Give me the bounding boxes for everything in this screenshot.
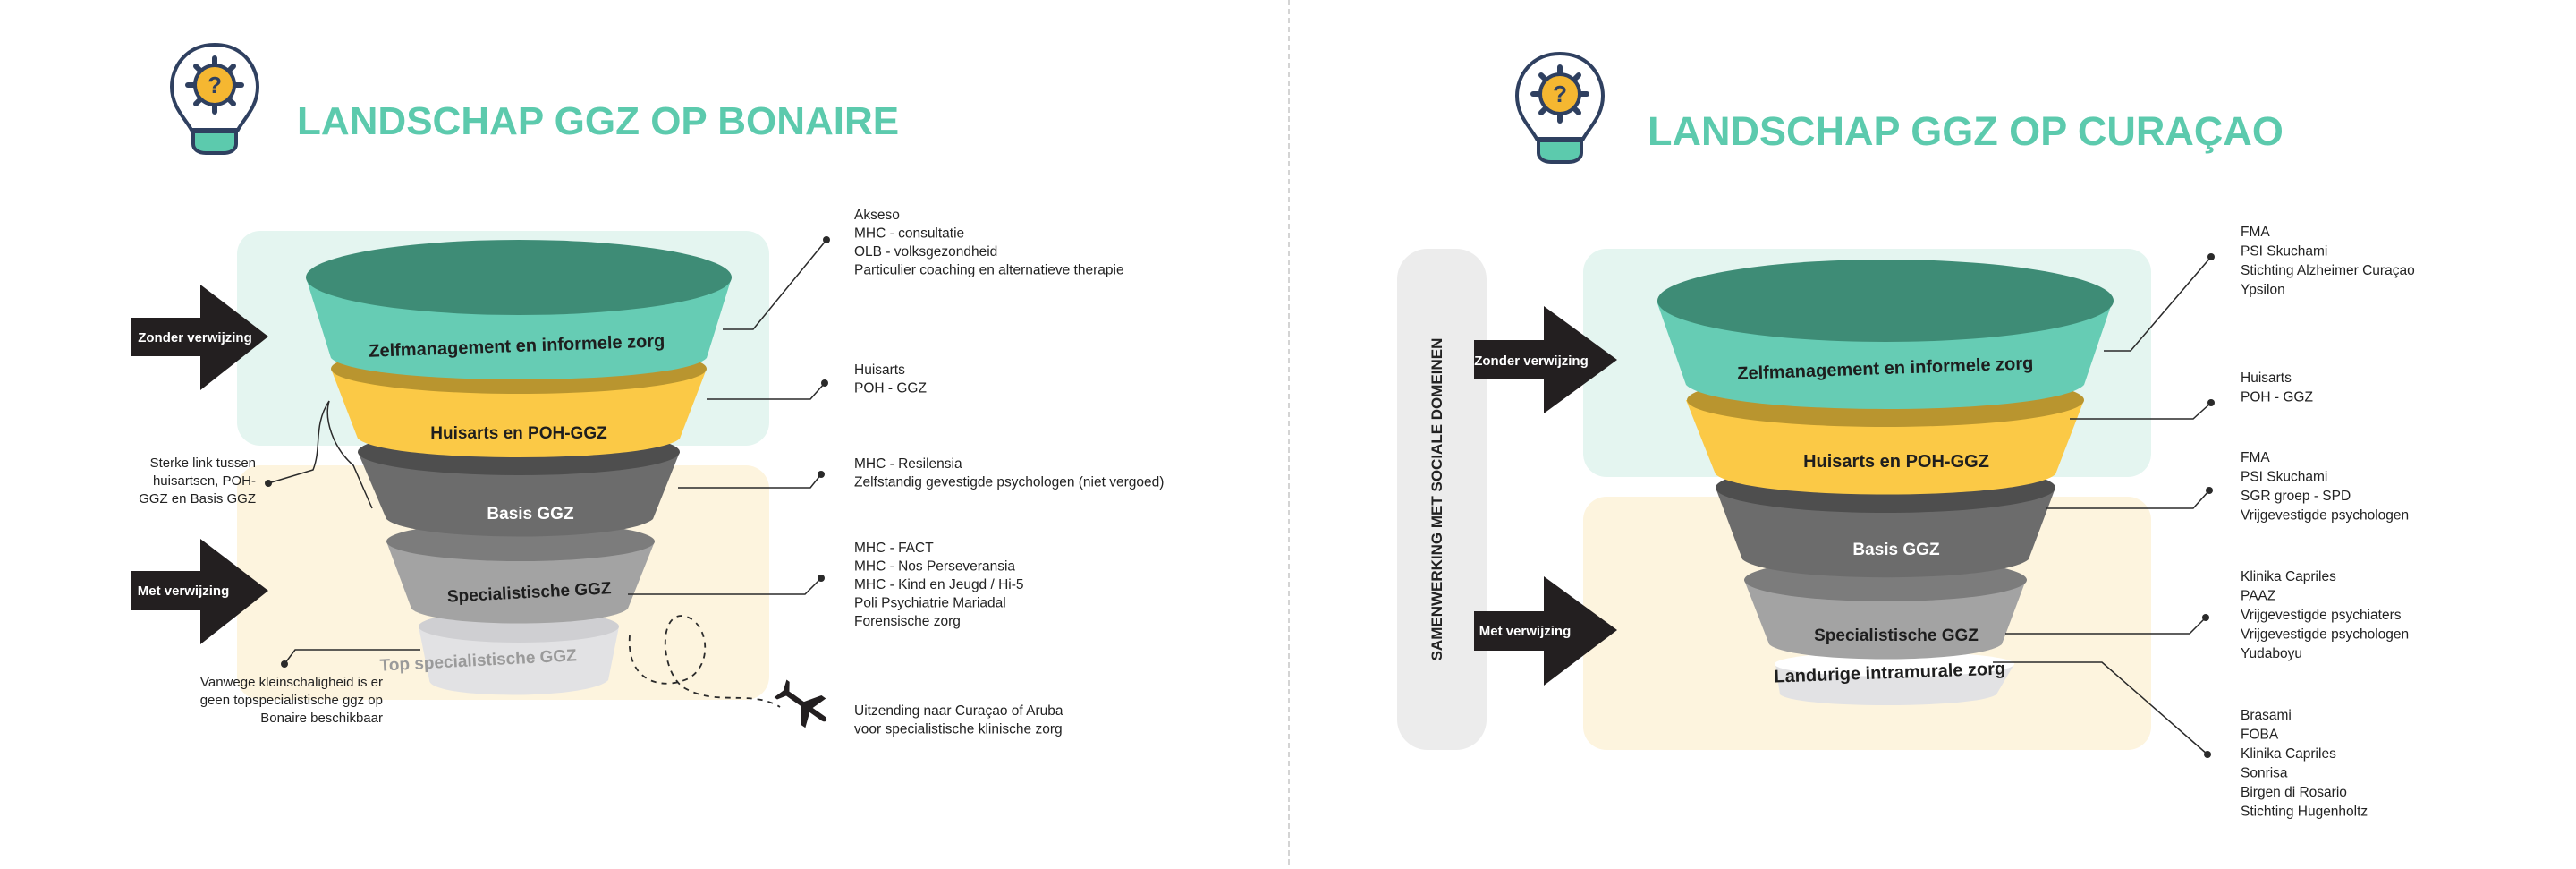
- lightbulb-gear-question-icon: ?: [169, 42, 260, 155]
- panel-bonaire: ? LANDSCHAP GGZ OP BONAIRE Top specialis…: [131, 42, 1164, 737]
- provider-item: MHC - Resilensia: [854, 456, 962, 472]
- provider-item: Forensische zorg: [854, 614, 961, 629]
- provider-item: PAAZ: [2241, 589, 2275, 604]
- provider-item: Yudaboyu: [2241, 646, 2302, 661]
- provider-item: MHC - Kind en Jeugd / Hi-5: [854, 577, 1024, 592]
- provider-item: Stichting Alzheimer Curaçao: [2241, 263, 2415, 278]
- provider-item: PSI Skuchami: [2241, 244, 2327, 260]
- provider-list: Uitzending naar Curaçao of Aruba voor spe…: [854, 703, 1063, 737]
- provider-item: Particulier coaching en alternatieve the…: [854, 263, 1124, 278]
- provider-item: Vrijgevestigde psychiaters: [2241, 608, 2402, 623]
- note-link-bracket: [267, 400, 373, 509]
- funnel-layer-long-term-intramural: Landurige intramurale zorg: [1774, 652, 2014, 705]
- provider-item: Klinika Capriles: [2241, 746, 2336, 762]
- provider-item: Brasami: [2241, 708, 2292, 723]
- provider-item: Sonrisa: [2241, 766, 2288, 781]
- provider-item: Klinika Capriles: [2241, 569, 2336, 584]
- provider-item: Poli Psychiatrie Mariadal: [854, 596, 1006, 611]
- arrow-with-referral: Met verwijzing: [1474, 576, 1617, 686]
- layer-label: Basis GGZ: [1852, 541, 1940, 559]
- provider-item: FOBA: [2241, 728, 2279, 743]
- arrow-without-referral: Zonder verwijzing: [1474, 306, 1617, 413]
- provider-item: Vrijgevestigde psychologen: [2241, 627, 2409, 643]
- provider-item: OLB - volksgezondheid: [854, 244, 997, 260]
- layer-label: Huisarts en POH-GGZ: [1803, 452, 1989, 472]
- svg-text:Bonaire beschikbaar: Bonaire beschikbaar: [260, 711, 383, 726]
- arrow-with-referral: Met verwijzing: [131, 539, 268, 644]
- note-strong-link: Sterke link tussen huisartsen, POH- GGZ …: [139, 456, 256, 507]
- funnel-layer-self-management: Zelfmanagement en informele zorg: [1657, 260, 2114, 409]
- provider-item: Akseso: [854, 208, 900, 223]
- arrow-without-referral: Zonder verwijzing: [131, 285, 268, 390]
- lightbulb-gear-question-icon: ?: [1514, 51, 1606, 164]
- provider-item: Zelfstandig gevestigde psychologen (niet…: [854, 475, 1164, 490]
- provider-item: MHC - FACT: [854, 541, 934, 556]
- provider-item: voor specialistische klinische zorg: [854, 722, 1063, 737]
- airplane-icon: [774, 679, 827, 728]
- provider-connectors: [628, 239, 827, 595]
- provider-item: POH - GGZ: [2241, 390, 2313, 405]
- provider-item: Stichting Hugenholtz: [2241, 805, 2368, 820]
- provider-connectors: [1993, 256, 2212, 755]
- svg-text:?: ?: [1553, 81, 1567, 107]
- flight-path: [628, 615, 781, 708]
- provider-item: SGR groep - SPD: [2241, 489, 2351, 504]
- page-title: LANDSCHAP GGZ OP CURAÇAO: [1648, 108, 2284, 154]
- provider-item: Ypsilon: [2241, 283, 2285, 298]
- provider-item: Huisarts: [2241, 371, 2292, 386]
- note-no-top-specialist: Vanwege kleinschaligheid is er geen tops…: [200, 675, 383, 726]
- layer-label: Specialistische GGZ: [1814, 626, 1979, 645]
- svg-text:GGZ en Basis GGZ: GGZ en Basis GGZ: [139, 491, 256, 507]
- note-top-connector: [284, 649, 420, 665]
- svg-text:huisartsen, POH-: huisartsen, POH-: [153, 473, 256, 489]
- side-band: [1397, 249, 1487, 750]
- side-label: SAMENWERKING MET SOCIALE DOMEINEN: [1428, 338, 1445, 661]
- provider-item: FMA: [2241, 450, 2270, 465]
- svg-text:Sterke link tussen: Sterke link tussen: [150, 456, 256, 471]
- page-title: LANDSCHAP GGZ OP BONAIRE: [297, 99, 899, 143]
- provider-item: Uitzending naar Curaçao of Aruba: [854, 703, 1063, 719]
- layer-label: Huisarts en POH-GGZ: [430, 424, 607, 443]
- provider-item: Huisarts: [854, 362, 905, 378]
- provider-item: POH - GGZ: [854, 381, 927, 396]
- svg-text:Met verwijzing: Met verwijzing: [138, 584, 230, 599]
- panel-divider: [1288, 0, 1290, 865]
- svg-text:?: ?: [208, 72, 222, 98]
- svg-text:Vanwege kleinschaligheid is er: Vanwege kleinschaligheid is er: [200, 675, 383, 690]
- provider-item: PSI Skuchami: [2241, 470, 2327, 485]
- svg-text:Zonder verwijzing: Zonder verwijzing: [138, 330, 252, 345]
- provider-item: FMA: [2241, 225, 2270, 240]
- provider-item: MHC - Nos Perseveransia: [854, 559, 1015, 575]
- provider-item: Birgen di Rosario: [2241, 785, 2347, 800]
- svg-text:Zonder verwijzing: Zonder verwijzing: [1474, 354, 1589, 369]
- svg-text:Met verwijzing: Met verwijzing: [1479, 624, 1572, 639]
- layer-label: Basis GGZ: [487, 505, 574, 524]
- funnel-layer-self-management: Zelfmanagement en informele zorg: [306, 240, 732, 379]
- panel-curacao: SAMENWERKING MET SOCIALE DOMEINEN ? LAND…: [1397, 51, 2415, 820]
- funnel-layer-specialist: Specialistische GGZ: [386, 522, 655, 624]
- svg-text:geen topspecialistische ggz op: geen topspecialistische ggz op: [200, 693, 383, 708]
- provider-item: Vrijgevestigde psychologen: [2241, 508, 2409, 524]
- provider-item: MHC - consultatie: [854, 226, 964, 242]
